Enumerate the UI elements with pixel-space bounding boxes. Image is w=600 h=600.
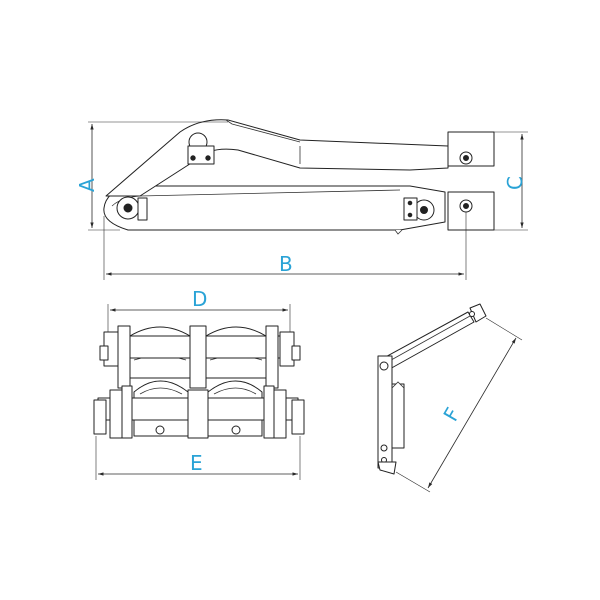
lower-end-block-left — [93, 399, 107, 435]
rear-wheel-hub-icon — [123, 203, 133, 213]
dim-f-label: F — [438, 403, 465, 425]
side-view: A B C — [75, 119, 528, 280]
pin-center-icon — [463, 155, 469, 161]
dim-f-ext-top — [485, 317, 523, 341]
upper-side-plate — [117, 325, 131, 389]
upper-cap-right — [291, 345, 301, 361]
dim-c-label: C — [503, 176, 527, 190]
bracket-bolt-icon — [190, 155, 196, 161]
rear-wheel-bracket — [137, 197, 148, 221]
upper-arm — [105, 119, 449, 197]
pin-center-icon — [463, 203, 469, 209]
lower-inner-plate — [121, 385, 133, 439]
roller-contour — [213, 387, 257, 395]
bracket-bolt-icon — [407, 212, 413, 218]
dim-e-label: E — [190, 451, 203, 475]
post-top-pin — [379, 361, 389, 371]
lower-side-plate — [109, 389, 123, 439]
lower-roller-bolt — [155, 425, 165, 435]
post-bottom-pin — [380, 444, 388, 452]
lower-roller-bolt — [231, 425, 241, 435]
front-wheel-bracket — [403, 197, 418, 221]
upper-arm-rib — [225, 119, 301, 143]
dim-d-label: D — [192, 287, 207, 311]
dim-f-line — [427, 337, 517, 489]
bracket-bolt-icon — [205, 155, 211, 161]
lower-side-plate — [273, 389, 287, 439]
tip-pin-icon — [469, 311, 475, 317]
upper-pivot-bracket — [187, 145, 215, 165]
front-wheel-hub-icon — [420, 206, 428, 214]
dim-a-label: A — [75, 178, 99, 192]
upper-cap-left — [99, 345, 109, 361]
upper-center-plate — [189, 325, 207, 389]
lower-arm-inner-line — [139, 189, 401, 197]
upper-side-plate — [265, 325, 279, 389]
post-foot — [377, 461, 397, 475]
lower-inner-plate — [263, 385, 275, 439]
lower-end-block-right — [291, 399, 305, 435]
post-reinforcement-top — [391, 381, 405, 389]
post-reinforcement — [391, 383, 405, 449]
angled-view: F — [377, 303, 523, 493]
dim-f-ext-bottom — [395, 471, 431, 493]
lower-clamp-pad — [447, 191, 495, 231]
angled-arm — [379, 311, 475, 371]
roller-contour — [139, 387, 183, 395]
angled-arm-edge — [383, 315, 471, 365]
upper-clamp-pad — [447, 131, 495, 167]
lower-arm-tab — [394, 229, 403, 235]
bracket-bolt-icon — [407, 200, 413, 206]
lower-center-plate — [187, 389, 209, 439]
top-view: D E — [93, 287, 305, 480]
angled-arm-tip — [469, 303, 487, 323]
dim-b-label: B — [279, 252, 293, 276]
